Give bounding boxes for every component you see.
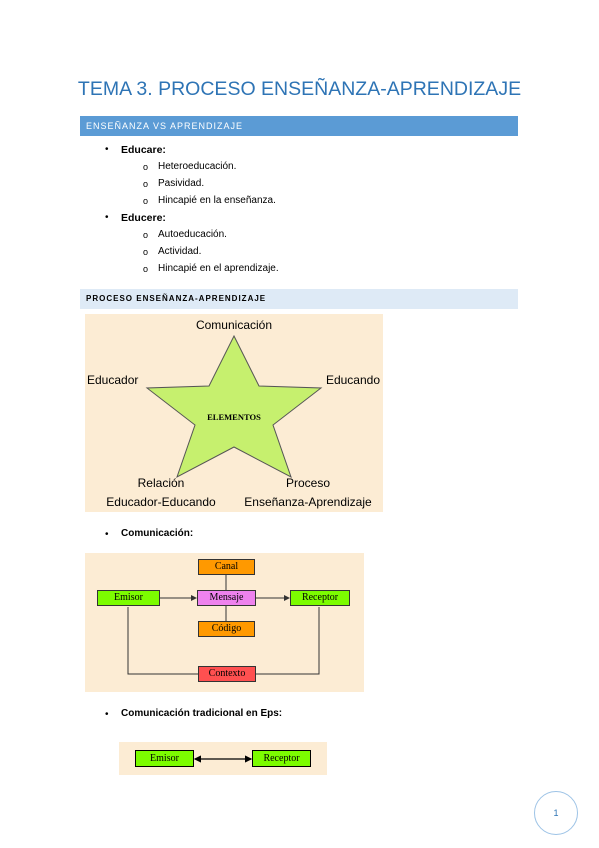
star-center-label: ELEMENTOS	[207, 412, 261, 422]
bullet-icon: •	[105, 709, 109, 720]
receptor-contexto-line	[256, 607, 320, 675]
star-bottom-right-line1: Proceso	[285, 476, 331, 490]
star-bottom-left-line2: Educador-Educando	[106, 495, 216, 509]
trad-receptor-box: Receptor	[252, 750, 311, 767]
list-item: Autoeducación.	[158, 229, 227, 240]
list-item: Pasividad.	[158, 178, 205, 189]
group-label-educere: Educere:	[121, 212, 166, 224]
emisor-box: Emisor	[97, 590, 160, 606]
circle-bullet-icon: o	[143, 230, 149, 240]
canal-box: Canal	[198, 559, 255, 575]
list-item: Heteroeducación.	[158, 161, 237, 172]
elements-star-figure: ELEMENTOS Comunicación Educador Educando…	[85, 314, 383, 512]
circle-bullet-icon: o	[143, 162, 149, 172]
section-heading-ensenanza: ENSEÑANZA VS APRENDIZAJE	[80, 116, 518, 136]
contexto-box: Contexto	[198, 666, 256, 682]
receptor-box: Receptor	[290, 590, 350, 606]
star-graphic	[145, 334, 323, 479]
communication-diagram: Canal Emisor Mensaje Receptor Código Con…	[85, 553, 364, 692]
bullet-icon: •	[105, 144, 109, 155]
codigo-box: Código	[198, 621, 255, 637]
star-shape	[145, 334, 323, 479]
star-left-label: Educador	[87, 373, 139, 387]
bullet-icon: •	[105, 212, 109, 223]
traditional-communication-diagram: Emisor Receptor	[119, 742, 327, 775]
mensaje-box: Mensaje	[197, 590, 256, 606]
list-item: Hincapié en la enseñanza.	[158, 195, 276, 206]
bullet-icon: •	[105, 529, 109, 540]
section-heading-proceso: PROCESO ENSEÑANZA-APRENDIZAJE	[80, 289, 518, 309]
page-title: TEMA 3. PROCESO ENSEÑANZA-APRENDIZAJE	[77, 78, 522, 100]
trad-emisor-box: Emisor	[135, 750, 194, 767]
circle-bullet-icon: o	[143, 247, 149, 257]
list-item: Actividad.	[158, 246, 202, 257]
circle-bullet-icon: o	[143, 179, 149, 189]
bullet-comunicacion-tradicional: Comunicación tradicional en Eps:	[121, 708, 283, 719]
star-right-label: Educando	[325, 373, 380, 387]
list-item: Hincapié en el aprendizaje.	[158, 263, 279, 274]
circle-bullet-icon: o	[143, 264, 149, 274]
group-label-educare: Educare:	[121, 144, 166, 156]
emisor-contexto-line	[127, 607, 198, 675]
page-number: 1	[534, 791, 578, 835]
star-bottom-right-line2: Enseñanza-Aprendizaje	[244, 495, 372, 509]
circle-bullet-icon: o	[143, 196, 149, 206]
communication-connectors	[127, 575, 320, 675]
bullet-comunicacion: Comunicación:	[121, 528, 194, 539]
star-top-label: Comunicación	[195, 318, 273, 332]
star-bottom-left-line1: Relación	[137, 476, 185, 490]
traditional-connector	[193, 755, 253, 763]
